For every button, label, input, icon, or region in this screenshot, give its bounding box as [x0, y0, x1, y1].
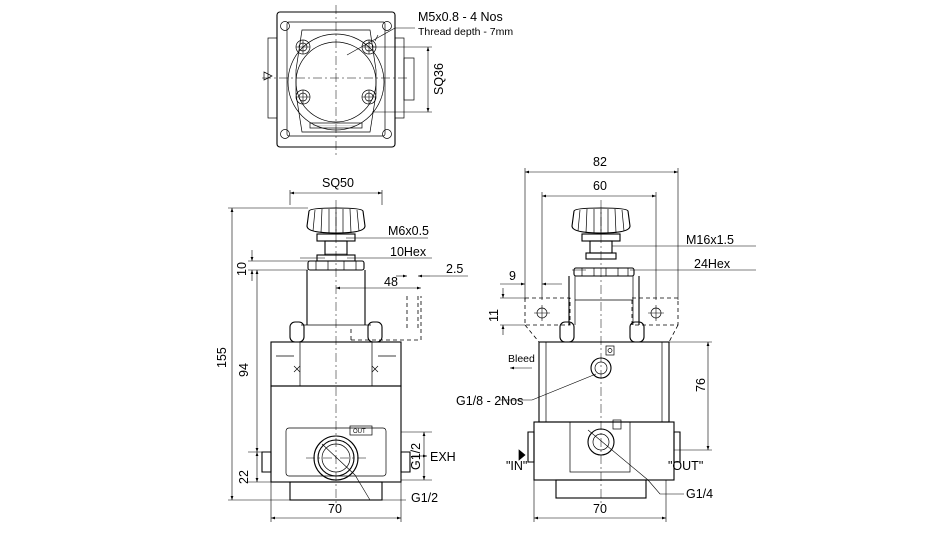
svg-text:·····················: ····················· [313, 124, 355, 130]
front-view: OUT SQ50 M6x0.5 10Hex 155 10 94 22 [215, 176, 468, 522]
side-upper-body [538, 341, 670, 423]
side-dim-70: 70 [593, 502, 607, 516]
dim-94: 94 [237, 363, 251, 377]
g18-label: G1/8 - 2Nos [456, 394, 523, 408]
dim-155: 155 [215, 347, 229, 368]
side-adjusting-knob [571, 207, 631, 234]
m6-label: M6x0.5 [388, 224, 429, 238]
g12-exh-label: G1/2 [409, 443, 423, 470]
m16-label: M16x1.5 [686, 233, 734, 247]
dim-60: 60 [593, 179, 607, 193]
dim-76: 76 [694, 378, 708, 392]
in-label: "IN" [506, 459, 527, 473]
dim-2-5: 2.5 [446, 262, 463, 276]
thread-depth-note: Thread depth - 7mm [418, 26, 513, 38]
hex10-label: 10Hex [390, 245, 427, 259]
side-lower-body [533, 421, 675, 481]
sq36-label: SQ36 [432, 63, 446, 95]
dim-22: 22 [237, 470, 251, 484]
dim-10: 10 [235, 262, 249, 276]
sq50-label: SQ50 [322, 176, 354, 190]
adjusting-knob [306, 207, 366, 234]
exh-label: EXH [430, 450, 456, 464]
dim-82: 82 [593, 155, 607, 169]
dim-48: 48 [384, 275, 398, 289]
g14-label: G1/4 [686, 487, 713, 501]
out-tag: OUT [353, 429, 366, 435]
g12-port-label: G1/2 [411, 491, 438, 505]
out-label: "OUT" [668, 459, 703, 473]
front-dim-70: 70 [328, 502, 342, 516]
m5-thread-note: M5x0.8 - 4 Nos [418, 10, 503, 24]
side-view: 82 60 M16x1.5 24Hex 9 11 Bleed G1/8 - 2N… [456, 155, 756, 522]
top-view: ····················· M5x0.8 - 4 Nos Thr… [262, 5, 513, 155]
dim-11: 11 [487, 309, 501, 322]
bleed-label: Bleed [508, 353, 535, 365]
hex24-label: 24Hex [694, 257, 731, 271]
dim-9: 9 [509, 269, 516, 283]
